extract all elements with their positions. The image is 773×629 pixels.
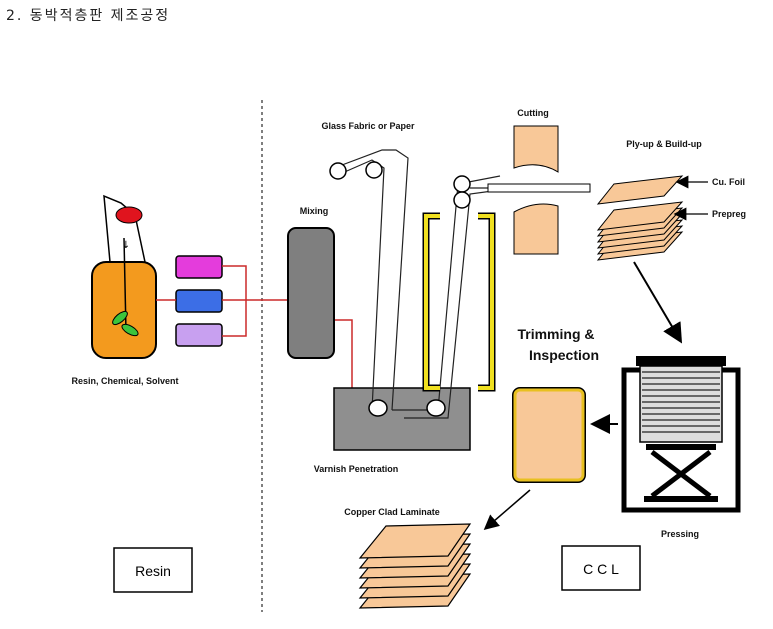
impeller-icon [112, 310, 139, 337]
feed-pipes [156, 265, 368, 401]
cut-piece-top [513, 125, 559, 173]
ccl-box-label: C C L [583, 561, 619, 577]
tank-magenta [175, 255, 223, 279]
cut-piece-bottom [513, 203, 559, 255]
glass-fabric-label: Glass Fabric or Paper [321, 121, 415, 131]
mixing-label: Mixing [300, 206, 329, 216]
resin-box-label: Resin [135, 563, 171, 579]
ccl-box [561, 545, 641, 591]
press-machine [621, 356, 741, 513]
varnish-label: Varnish Penetration [314, 464, 399, 474]
pressing-label: Pressing [661, 529, 699, 539]
arrow-to-laminate [483, 489, 531, 530]
cu-foil-label: Cu. Foil [712, 177, 745, 187]
arrow-to-press [633, 261, 683, 344]
mixing-tank [287, 227, 335, 359]
varnish-bath [333, 387, 471, 451]
page-heading: 2. 동박적층판 제조공정 [6, 8, 171, 24]
reactor-vessel: ↓ [91, 194, 157, 359]
plyup-stack [596, 175, 684, 261]
resin-chemical-label: Resin, Chemical, Solvent [71, 376, 178, 386]
svg-text:↓: ↓ [122, 240, 130, 251]
laminate-stack [358, 523, 472, 609]
copper-clad-label: Copper Clad Laminate [344, 507, 440, 517]
resin-box [113, 547, 193, 593]
tank-blue [175, 289, 223, 313]
prepreg-sheet [487, 183, 591, 193]
plyup-label: Ply-up & Build-up [626, 139, 702, 149]
cutting-label: Cutting [517, 108, 549, 118]
prepreg-label: Prepreg [712, 209, 746, 219]
tank-violet [175, 323, 223, 347]
guide-rollers [329, 161, 471, 417]
stirrer-cap [115, 206, 143, 224]
trimming-label-2: Inspection [529, 347, 599, 363]
trimming-label-1: Trimming & [517, 326, 594, 342]
